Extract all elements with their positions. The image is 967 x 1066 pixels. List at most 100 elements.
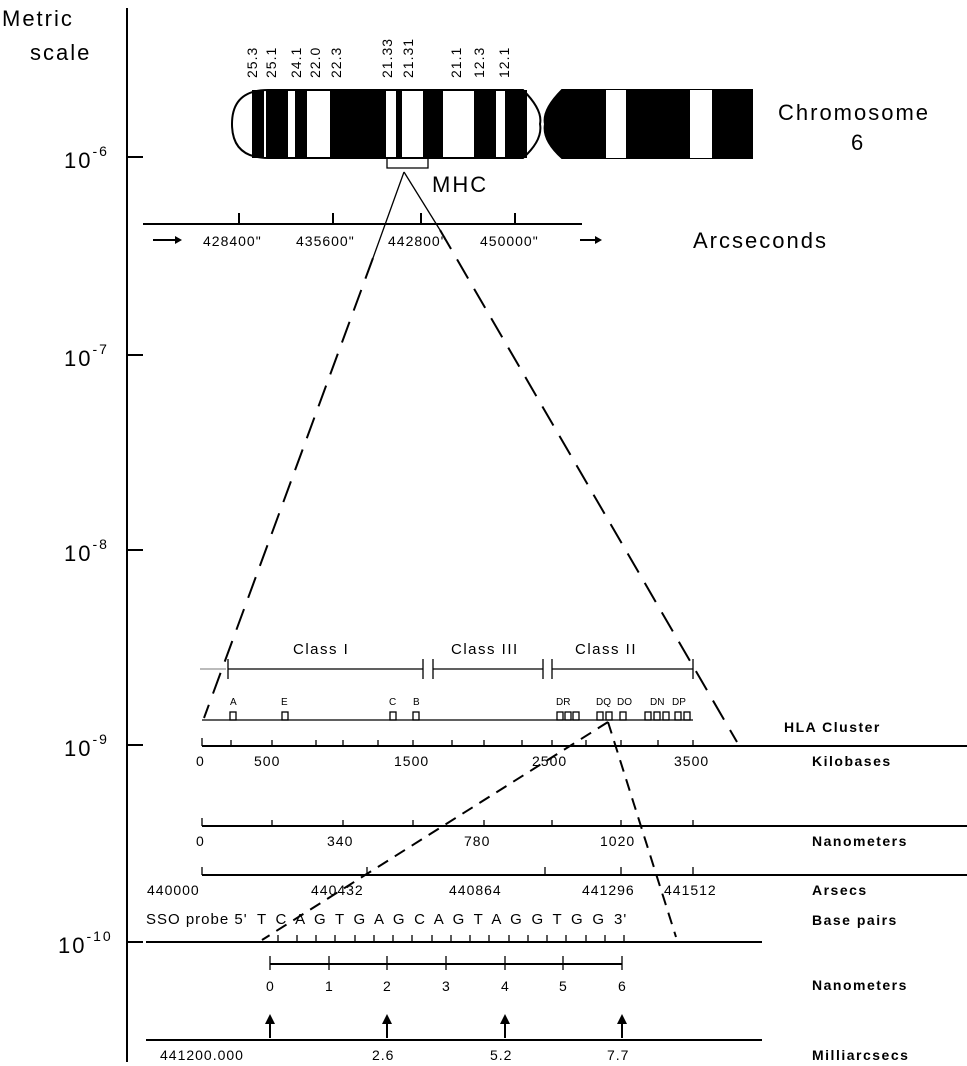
nanometers-tick: 340 — [327, 833, 353, 849]
chromosome-band — [330, 90, 386, 158]
kilobases-axis: 0 500 1500 2500 3500 Kilobases — [196, 738, 967, 769]
band-label: 21.1 — [448, 47, 464, 78]
metric-scale-title-line2: scale — [30, 40, 91, 65]
chromosome-band — [252, 90, 264, 158]
metric-label: 10-7 — [64, 341, 109, 371]
mhc-bracket — [386, 157, 429, 169]
nanometers-tick: 5 — [559, 978, 568, 994]
hla-classes: Class I Class III Class II — [200, 641, 694, 679]
gene-box — [556, 711, 564, 721]
arcseconds-tick: 428400" — [203, 233, 262, 249]
probe-row: SSO probe 5' T C A G T G A G C A G T A G… — [146, 911, 898, 943]
zoom-line — [403, 171, 441, 231]
chromosome-6: 25.3 25.1 24.1 22.0 22.3 21.33 21.31 21.… — [230, 38, 930, 197]
gene-box — [564, 711, 572, 721]
milliarcsecs-tick: 441200.000 — [160, 1047, 244, 1063]
nanometers-tick: 2 — [383, 978, 392, 994]
base-pairs-label: Base pairs — [812, 912, 898, 928]
band-label: 22.3 — [328, 47, 344, 78]
nanometers-tick: 6 — [618, 978, 627, 994]
arrow-head — [382, 1014, 392, 1024]
kilobases-tick: 0 — [196, 753, 205, 769]
nanometers-axis-1: 0 340 780 1020 Nanometers — [196, 818, 967, 849]
kilobases-tick: 1500 — [394, 753, 429, 769]
arcseconds-tick: 435600" — [296, 233, 355, 249]
chromosome-long-arm — [543, 89, 753, 159]
gene-box — [596, 711, 604, 721]
kilobases-tick: 2500 — [532, 753, 567, 769]
chromosome-label-line1: Chromosome — [778, 100, 930, 125]
chromosome-band — [295, 90, 307, 158]
zoom-line — [203, 257, 374, 719]
nanometers-label-2: Nanometers — [812, 977, 908, 993]
arsecs-tick: 441512 — [664, 882, 717, 898]
gene-box — [281, 711, 289, 721]
arrow-head — [617, 1014, 627, 1024]
chromosome-band — [505, 90, 527, 158]
chromosome-band — [606, 90, 626, 158]
metric-label: 10-9 — [64, 731, 109, 761]
nanometers-tick: 1020 — [600, 833, 635, 849]
arrow-head — [175, 236, 182, 244]
milliarcsecs-axis: 441200.000 2.6 5.2 7.7 Milliarcsecs — [146, 1014, 909, 1063]
zoom-line — [261, 721, 609, 941]
metric-label: 10-6 — [64, 143, 109, 173]
band-label: 21.33 — [379, 38, 395, 78]
milliarcsecs-tick: 5.2 — [490, 1047, 512, 1063]
nanometers-axis-2: 0 1 2 3 4 5 6 Nanometers — [266, 956, 908, 994]
milliarcsecs-label: Milliarcsecs — [812, 1047, 909, 1063]
gene-label: B — [413, 697, 420, 708]
arsecs-tick: 440432 — [311, 882, 364, 898]
kilobases-tick: 3500 — [674, 753, 709, 769]
metric-scale-title-line1: Metric — [2, 6, 74, 31]
chromosome-band — [266, 90, 288, 158]
band-label: 12.1 — [496, 47, 512, 78]
milliarcsecs-tick: 7.7 — [607, 1047, 629, 1063]
arsecs-tick: 440864 — [449, 882, 502, 898]
arsecs-label: Arsecs — [812, 882, 868, 898]
arsecs-tick: 441296 — [582, 882, 635, 898]
probe-sequence: T C A G T G A G C A G T A G G T G G — [257, 911, 605, 928]
hla-genes: A E C B DR DQ DO DN DP HLA Cluster — [202, 697, 879, 735]
nanometers-tick: 1 — [325, 978, 334, 994]
gene-label: E — [281, 697, 288, 708]
gene-box — [619, 711, 627, 721]
zoom-line — [439, 229, 738, 743]
chromosome-label-line2: 6 — [851, 130, 865, 155]
class-label: Class I — [293, 641, 349, 658]
arrow-head — [500, 1014, 510, 1024]
metric-label: 10-10 — [58, 928, 113, 958]
gene-label: A — [230, 697, 237, 708]
gene-box — [662, 711, 670, 721]
nanometers-label: Nanometers — [812, 833, 908, 849]
nanometers-tick: 780 — [464, 833, 490, 849]
gene-label: DR — [556, 697, 570, 708]
zoom-line — [607, 721, 677, 938]
band-label: 25.3 — [244, 47, 260, 78]
arsecs-axis: 440000 440432 440864 441296 441512 Arsec… — [147, 867, 967, 898]
gene-label: DO — [617, 697, 632, 708]
gene-box — [644, 711, 652, 721]
probe-prefix: SSO probe 5' — [146, 911, 248, 928]
gene-box — [572, 711, 580, 721]
kilobases-tick: 500 — [254, 753, 280, 769]
zoom-lines — [203, 171, 738, 941]
band-label: 21.31 — [400, 38, 416, 78]
class-label: Class III — [451, 641, 519, 658]
arsecs-tick: 440000 — [147, 882, 200, 898]
zoom-line — [372, 171, 405, 259]
chromosome-band — [423, 90, 443, 158]
arcseconds-label: Arcseconds — [693, 228, 828, 253]
gene-label: DQ — [596, 697, 611, 708]
gene-box — [389, 711, 397, 721]
chromosome-band — [474, 90, 496, 158]
gene-label: C — [389, 697, 396, 708]
arrow-head — [595, 236, 602, 244]
band-label: 12.3 — [471, 47, 487, 78]
metric-label: 10-8 — [64, 536, 109, 566]
metric-scale: Metric scale 10-6 10-7 10-8 10-9 10-10 — [2, 6, 143, 1062]
gene-box — [605, 711, 613, 721]
probe-suffix: 3' — [614, 911, 627, 928]
gene-box — [229, 711, 237, 721]
nanometers-tick: 4 — [501, 978, 510, 994]
